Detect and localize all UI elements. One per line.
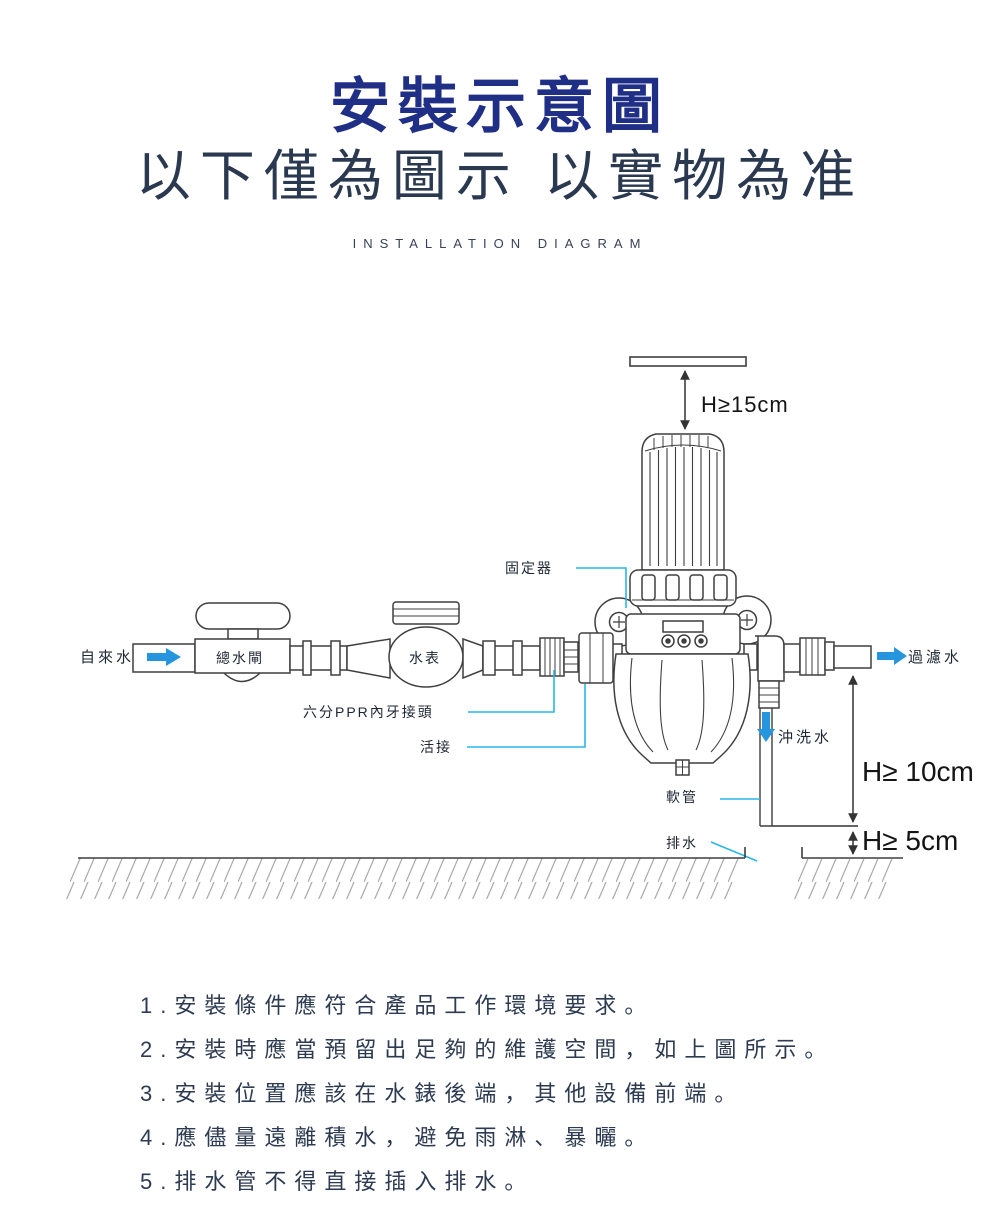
meter-outlet-taper (462, 637, 484, 680)
note-4: 4.應儘量遠離積水，避免雨淋、暴曬。 (140, 1125, 655, 1150)
flow-arrows (147, 647, 907, 742)
page-subtitle: 以下僅為圖示 以實物為准 (135, 145, 865, 207)
page-caption-en: INSTALLATION DIAGRAM (352, 236, 648, 251)
elbow-fitting (755, 635, 785, 709)
control-head (625, 613, 741, 655)
page-title: 安裝示意圖 (330, 73, 670, 140)
collar-nut (629, 569, 737, 607)
meter-inlet-taper (346, 638, 391, 679)
inlet-flow-arrow-icon (147, 648, 181, 666)
installation-notes: 1.安裝條件應符合產品工作環境要求。 2.安裝時應當預留出足夠的維護空間，如上圖… (140, 984, 940, 1204)
leader-lines (467, 567, 760, 862)
clearance-dimensions: H≥ 10cm H≥ 5cm (772, 675, 974, 856)
hose-label: 軟管 (666, 789, 698, 805)
filter-cartridge (641, 433, 725, 571)
ground-line-right (801, 847, 903, 859)
ground (60, 847, 903, 899)
filtered-water-label: 過濾水 (908, 649, 962, 666)
ppr-connector-label: 六分PPR內牙接頭 (303, 704, 434, 720)
water-meter-label: 水表 (409, 650, 441, 666)
drain-label: 排水 (666, 835, 698, 851)
main-valve-label: 總水閘 (216, 650, 264, 666)
note-2: 2.安裝時應當預留出足夠的維護空間，如上圖所示。 (140, 1037, 835, 1062)
inlet-piping (132, 601, 614, 688)
ppr-leader (468, 670, 555, 713)
filter-unit (594, 433, 772, 776)
flush-flow-arrow-icon (757, 712, 775, 742)
main-valve (194, 602, 291, 683)
ground-line-left (78, 847, 746, 859)
lcd-display (662, 620, 704, 633)
flush-hose (759, 708, 773, 827)
tap-water-label: 自來水 (80, 649, 134, 666)
union-label: 活接 (420, 739, 452, 755)
clearance-mid-label: H≥ 10cm (862, 756, 974, 787)
ceiling-bar (629, 356, 747, 367)
outlet-connector (799, 637, 835, 676)
fixer-leader (576, 567, 627, 608)
note-1: 1.安裝條件應符合產品工作環境要求。 (140, 993, 655, 1018)
filter-bowl (613, 653, 751, 776)
water-meter (388, 601, 464, 688)
clearance-top-label: H≥15cm (701, 392, 789, 417)
top-clearance-dimension: H≥15cm (680, 370, 789, 430)
clearance-low-label: H≥ 5cm (862, 825, 958, 856)
flush-water-label: 沖洗水 (778, 729, 832, 746)
outlet-pipe (833, 645, 872, 669)
note-5: 5.排水管不得直接插入排水。 (140, 1169, 535, 1194)
outlet-piping (755, 635, 872, 709)
valve-handle (195, 602, 291, 630)
union-fitting (578, 632, 614, 684)
fixer-label: 固定器 (505, 560, 553, 576)
drain-leader (710, 841, 758, 862)
union-leader (467, 684, 586, 748)
outlet-flow-arrow-icon (877, 647, 907, 665)
note-3: 3.安裝位置應該在水錶後端，其他設備前端。 (140, 1081, 745, 1106)
ppr-connector (539, 637, 579, 677)
